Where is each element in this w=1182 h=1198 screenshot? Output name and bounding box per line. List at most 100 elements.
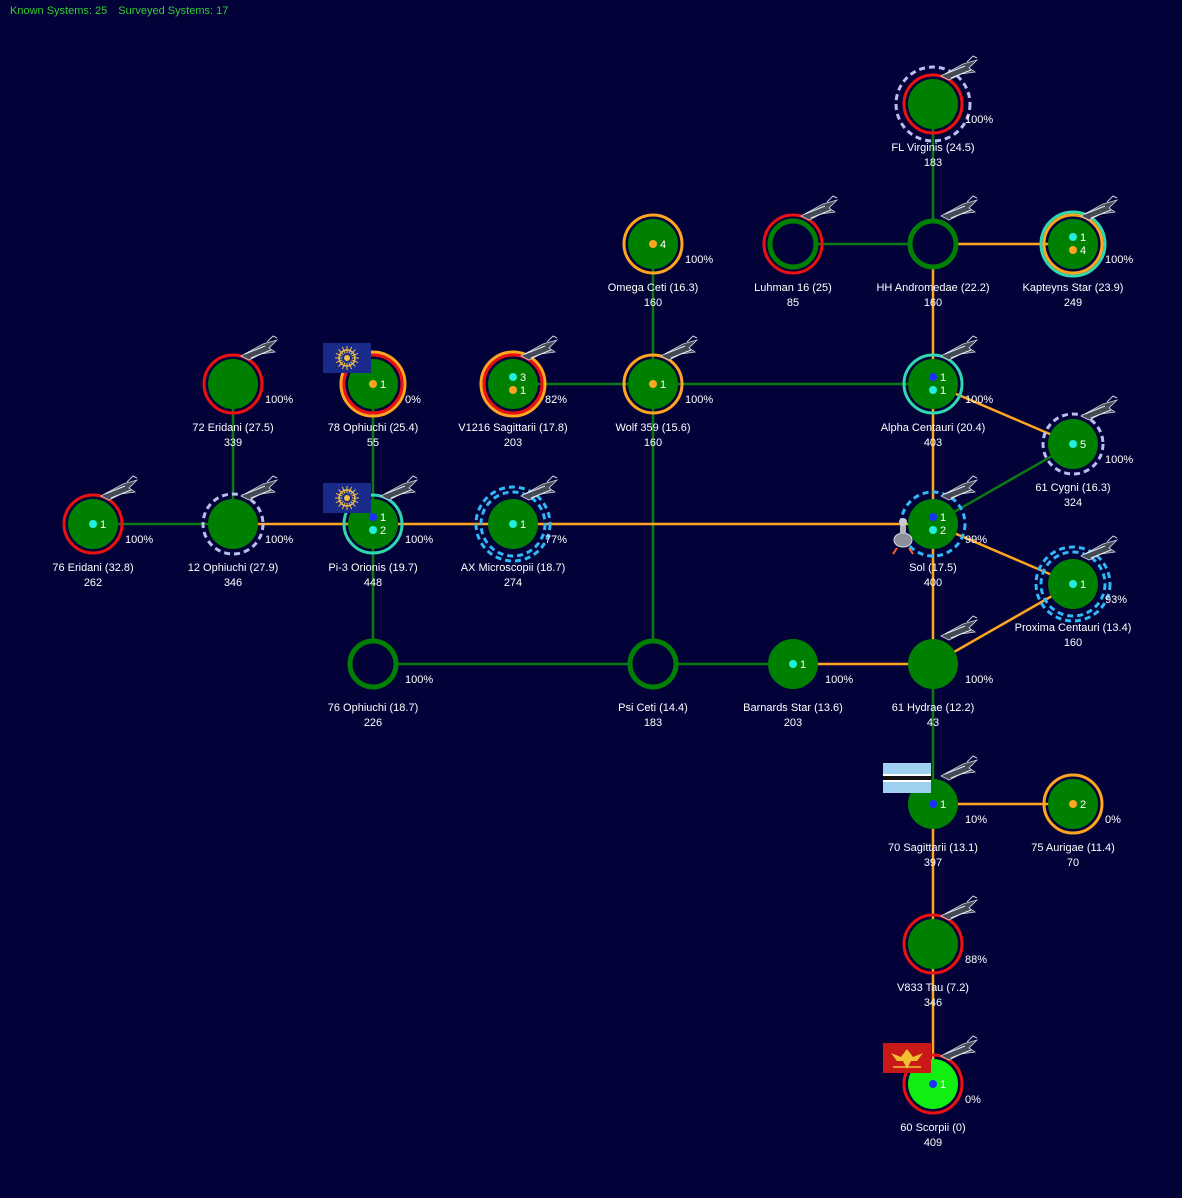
system-population: 324 <box>1064 497 1082 509</box>
system-name: Sol (17.5) <box>909 562 957 574</box>
system-body[interactable] <box>488 359 538 409</box>
body-count-marker <box>369 380 377 388</box>
system-12-ophiuchi[interactable]: 100%12 Ophiuchi (27.9)346 <box>188 475 294 589</box>
system-72-eridani[interactable]: 100%72 Eridani (27.5)339 <box>192 335 293 449</box>
body-count-label: 1 <box>940 799 946 811</box>
system-population: 183 <box>924 157 942 169</box>
survey-percent: 100% <box>965 674 993 686</box>
system-name: 12 Ophiuchi (27.9) <box>188 562 279 574</box>
system-population: 274 <box>504 577 522 589</box>
fleet-icon[interactable] <box>800 195 839 221</box>
system-population: 226 <box>364 717 382 729</box>
system-population: 262 <box>84 577 102 589</box>
system-name: Kapteyns Star (23.9) <box>1023 282 1124 294</box>
fleet-icon[interactable] <box>1080 395 1119 421</box>
system-population: 160 <box>924 297 942 309</box>
body-count-label: 2 <box>380 525 386 537</box>
fleet-icon[interactable] <box>380 475 419 501</box>
system-proxima-centauri[interactable]: 193%Proxima Centauri (13.4)160 <box>1015 535 1132 649</box>
fleet-icon[interactable] <box>940 755 979 781</box>
fleet-icon[interactable] <box>940 335 979 361</box>
system-name: AX Microscopii (18.7) <box>461 562 566 574</box>
fleet-icon[interactable] <box>1080 535 1119 561</box>
system-population: 400 <box>924 577 942 589</box>
system-luhman-16[interactable]: Luhman 16 (25)85 <box>754 195 839 309</box>
body-count-marker <box>369 513 377 521</box>
system-body[interactable] <box>908 639 958 689</box>
survey-percent: 100% <box>965 114 993 126</box>
fleet-icon[interactable] <box>940 195 979 221</box>
body-count-label: 1 <box>940 1079 946 1091</box>
survey-percent: 82% <box>545 394 567 406</box>
system-hh-andromedae[interactable]: HH Andromedae (22.2)160 <box>876 195 990 309</box>
system-76-ophiuchi[interactable]: 100%76 Ophiuchi (18.7)226 <box>328 638 434 729</box>
fleet-icon[interactable] <box>240 475 279 501</box>
body-count-marker <box>1069 800 1077 808</box>
survey-percent: 10% <box>965 814 987 826</box>
system-body[interactable] <box>208 359 258 409</box>
system-75-aurigae[interactable]: 20%75 Aurigae (11.4)70 <box>1031 773 1121 869</box>
fleet-icon[interactable] <box>240 335 279 361</box>
system-population: 160 <box>644 297 662 309</box>
white-dash-ring <box>1041 412 1105 476</box>
fleet-icon[interactable] <box>940 475 979 501</box>
white-dash-ring <box>894 65 972 143</box>
red-ring <box>762 213 824 275</box>
system-name: 60 Scorpii (0) <box>900 1122 965 1134</box>
system-78-ophiuchi[interactable]: 10%78 Ophiuchi (25.4)55 <box>323 343 421 449</box>
body-count-label: 1 <box>800 659 806 671</box>
fleet-icon[interactable] <box>100 475 139 501</box>
system-population: 160 <box>644 437 662 449</box>
system-name: Omega Ceti (16.3) <box>608 282 698 294</box>
system-body[interactable] <box>908 919 958 969</box>
system-fl-virginis[interactable]: 100%FL Virginis (24.5)183 <box>891 55 993 169</box>
system-body[interactable] <box>907 218 959 270</box>
fleet-icon[interactable] <box>660 335 699 361</box>
blue-sun-flag-icon <box>323 483 371 513</box>
system-body[interactable] <box>908 499 958 549</box>
system-body[interactable] <box>208 499 258 549</box>
system-body[interactable] <box>347 638 399 690</box>
system-name: 61 Cygni (16.3) <box>1035 482 1110 494</box>
survey-percent: 100% <box>265 534 293 546</box>
system-body[interactable] <box>908 359 958 409</box>
fleet-icon[interactable] <box>520 475 559 501</box>
fleet-icon[interactable] <box>940 55 979 81</box>
system-name: 76 Eridani (32.8) <box>52 562 133 574</box>
known-systems-count: Known Systems: 25 <box>10 5 108 17</box>
red-ring <box>902 73 964 135</box>
space-station-icon[interactable] <box>892 518 914 555</box>
body-count-label: 1 <box>1080 579 1086 591</box>
system-v833-tau[interactable]: 88%V833 Tau (7.2)346 <box>897 895 987 1009</box>
fleet-icon[interactable] <box>1080 195 1119 221</box>
system-60-scorpii[interactable]: 10%60 Scorpii (0)409 <box>883 1035 981 1149</box>
system-body[interactable] <box>908 79 958 129</box>
system-psi-ceti[interactable]: Psi Ceti (14.4)183 <box>618 638 688 729</box>
fleet-icon[interactable] <box>940 615 979 641</box>
system-ax-microscopii[interactable]: 177%AX Microscopii (18.7)274 <box>461 475 568 589</box>
system-body[interactable] <box>627 638 679 690</box>
red-ring <box>342 353 404 415</box>
fleet-icon[interactable] <box>520 335 559 361</box>
system-70-sagittarii[interactable]: 110%70 Sagittarii (13.1)397 <box>883 755 987 869</box>
system-body[interactable] <box>1048 219 1098 269</box>
system-population: 55 <box>367 437 379 449</box>
system-61-hydrae[interactable]: 100%61 Hydrae (12.2)43 <box>892 615 994 729</box>
blue-dash2-ring <box>474 485 552 563</box>
fleet-icon[interactable] <box>940 1035 979 1061</box>
survey-percent: 100% <box>1105 254 1133 266</box>
fleet-icon[interactable] <box>940 895 979 921</box>
system-body[interactable] <box>767 218 819 270</box>
